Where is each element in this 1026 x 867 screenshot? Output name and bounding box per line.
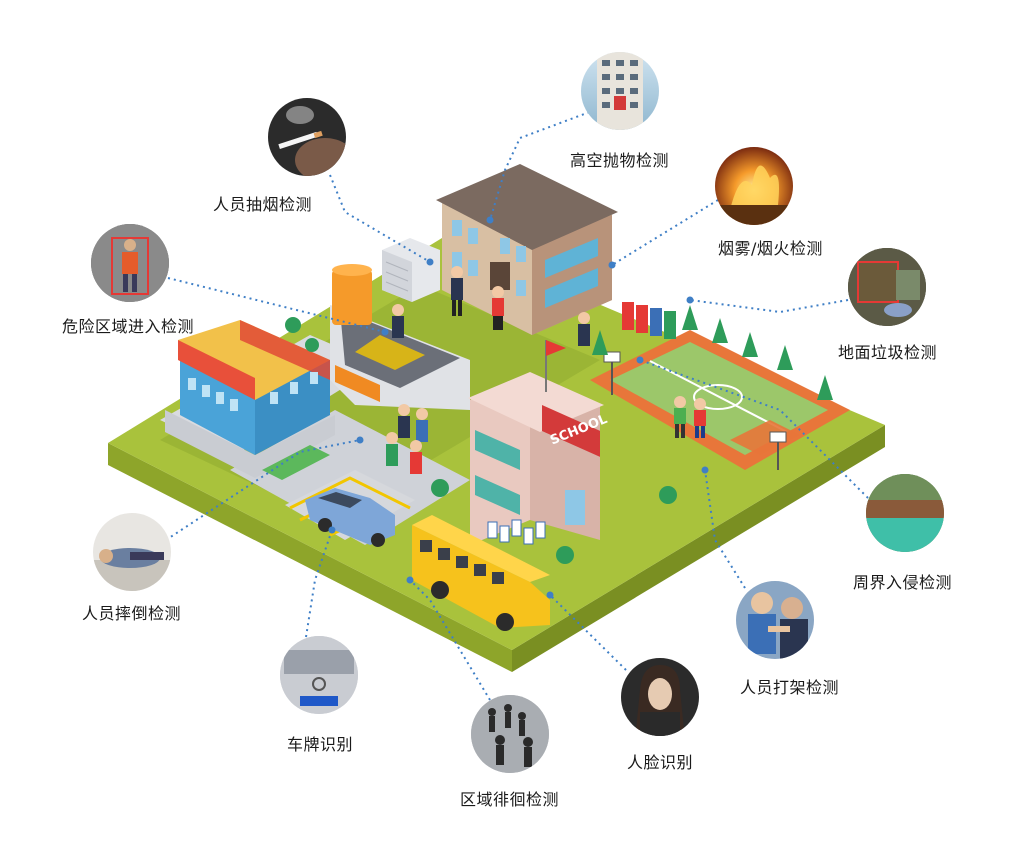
basketball-court [590,330,850,470]
face-photo [621,658,699,736]
trees [285,305,833,564]
perimeter-wall-photo [866,474,944,552]
trash-photo [848,248,926,326]
label-face-recognition: 人脸识别 [627,753,694,772]
label-fire-detection: 烟雾/烟火检测 [718,239,823,258]
main-building [436,164,618,335]
parked-car [305,488,395,547]
connector-lines [165,109,869,701]
fallen-person-photo [93,513,171,591]
label-smoking-detection: 人员抽烟检测 [213,195,313,214]
trash-bins [622,302,676,339]
car-plate-photo [280,636,358,714]
cigarette-photo [268,98,346,176]
label-garbage-detection: 地面垃圾检测 [838,343,938,362]
label-loiter-detection: 区域徘徊检测 [460,790,560,809]
label-fight-detection: 人员打架检测 [740,678,840,697]
teaching-building [165,320,335,480]
fighting-kids-photo [736,581,814,659]
connector-dots [328,216,709,599]
utility-box [382,238,440,302]
person-in-zone-photo [91,224,169,302]
school-bus [412,515,550,631]
school-tower: SCHOOL [468,340,610,545]
label-perimeter-detection: 周界入侵检测 [853,573,953,592]
tall-building-photo [581,52,659,130]
crowd-photo [471,695,549,773]
canteen-building [330,264,470,410]
people [386,266,590,545]
label-high-throw-detection: 高空抛物检测 [570,151,670,170]
label-plate-recognition: 车牌识别 [287,735,354,754]
fire-photo [715,147,793,225]
label-danger-zone-detection: 危险区域进入检测 [62,317,195,336]
label-fall-detection: 人员摔倒检测 [82,604,182,623]
